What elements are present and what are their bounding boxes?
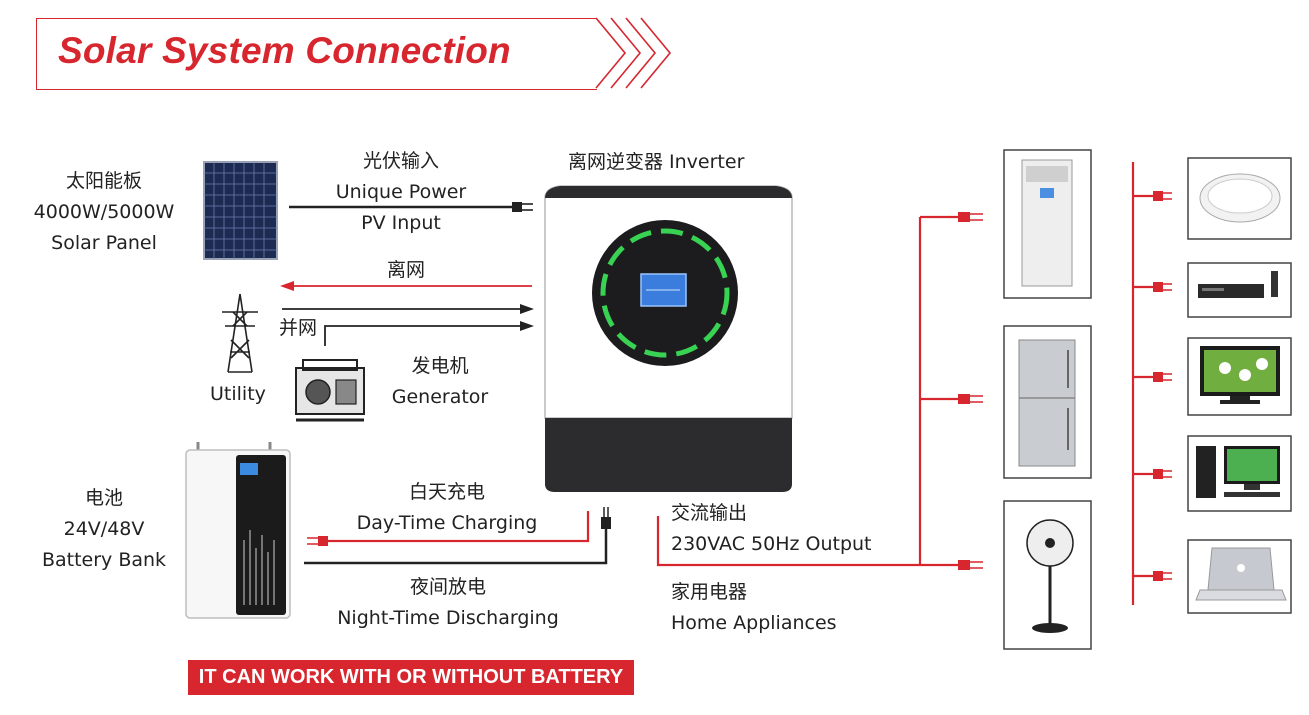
battery-pack-icon <box>185 442 291 619</box>
off-grid-label: 离网 <box>387 259 426 281</box>
refrigerator-icon <box>1018 339 1076 467</box>
plug-connectors-small <box>1153 191 1163 581</box>
generator-label: 发电机 Generator <box>391 355 489 408</box>
page-title: Solar System Connection <box>58 30 511 71</box>
day-charging-cable <box>307 511 590 546</box>
generator-icon <box>295 359 365 422</box>
pv-input-cable <box>289 202 533 212</box>
battery-label: 电池 24V/48V Battery Bank <box>41 487 167 571</box>
battery-option-banner: IT CAN WORK WITH OR WITHOUT BATTERY <box>188 660 634 695</box>
home-appliances-label: 家用电器 Home Appliances <box>671 581 837 634</box>
grid-input-arrows <box>282 308 522 346</box>
title-frame <box>36 18 597 90</box>
ceiling-light-icon <box>1199 173 1281 223</box>
inverter-icon <box>544 185 793 492</box>
ac-output-line <box>656 516 960 567</box>
utility-label: Utility <box>210 383 266 405</box>
television-icon <box>1200 346 1280 404</box>
distribution-bus <box>918 215 960 565</box>
dvd-player-icon <box>1198 271 1278 298</box>
small-appliance-bus <box>1131 162 1155 605</box>
utility-tower-icon <box>222 293 258 373</box>
plug-connectors-large <box>958 212 970 570</box>
laptop-icon <box>1195 547 1287 601</box>
night-discharging-label: 夜间放电 Night-Time Discharging <box>337 576 559 629</box>
off-grid-arrow <box>280 281 532 291</box>
ac-output-label: 交流输出 230VAC 50Hz Output <box>671 502 872 555</box>
night-discharging-cable <box>304 507 611 565</box>
title-chevrons-icon <box>595 17 672 89</box>
pv-input-label: 光伏输入 Unique Power PV Input <box>335 150 467 234</box>
solar-panel-icon <box>203 161 278 260</box>
standing-fan-icon <box>1026 519 1074 633</box>
inverter-label: 离网逆变器 Inverter <box>568 151 745 173</box>
on-grid-label: 并网 <box>279 317 318 339</box>
desktop-computer-icon <box>1196 446 1280 498</box>
solar-panel-label: 太阳能板 4000W/5000W Solar Panel <box>33 170 175 254</box>
air-conditioner-icon <box>1021 159 1073 287</box>
day-charging-label: 白天充电 Day-Time Charging <box>356 481 538 534</box>
